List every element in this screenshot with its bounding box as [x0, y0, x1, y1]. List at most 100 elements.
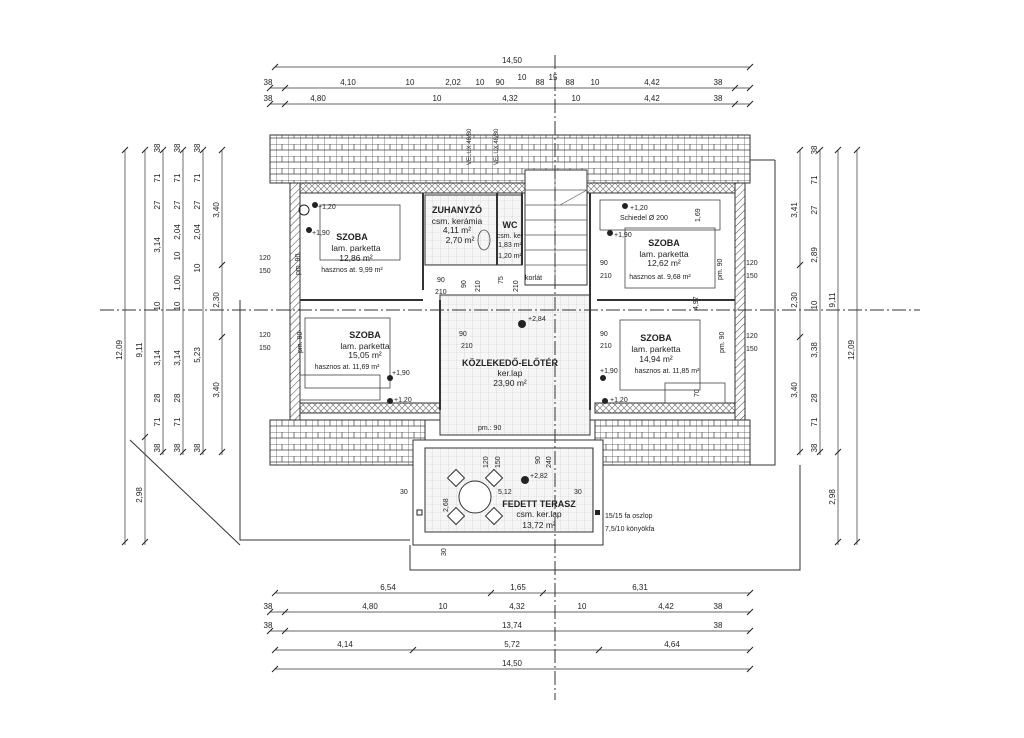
opening-label: 210: [435, 289, 447, 296]
parapet-label: pm. 90: [297, 331, 304, 353]
dim-label: 27: [153, 200, 162, 209]
column-icon: [595, 510, 600, 515]
room-floor: lam. parketta: [631, 344, 680, 354]
dim-label: 12,09: [115, 339, 124, 360]
room-useful-area: hasznos at. 9,68 m²: [629, 274, 691, 281]
dim-label: 3,14: [173, 350, 182, 366]
room-name: SZOBA: [349, 330, 381, 340]
window-label: 150: [259, 345, 271, 352]
level-label: +1,90: [614, 232, 632, 239]
room-floor: csm. ker.lap: [516, 509, 562, 519]
dim-label: 30: [574, 489, 582, 496]
parapet-label: pm. 90: [295, 253, 302, 275]
opening-label: 210: [600, 343, 612, 350]
dim-label: 38: [264, 621, 273, 630]
dim-label: 2,04: [193, 224, 202, 240]
dim-label: 28: [810, 393, 819, 402]
dim-label: 88: [536, 78, 545, 87]
dim-label: 38: [714, 602, 723, 611]
room-szoba-bottom-left: SZOBA lam. parketta 15,05 m² hasznos at.…: [315, 330, 390, 371]
furniture: [299, 199, 726, 404]
insulated-wall-bottom-right: [594, 402, 736, 414]
wall-left: [289, 182, 301, 421]
dim-label: 71: [810, 175, 819, 184]
dim-label: 10: [193, 263, 202, 272]
dim-label: 10: [591, 78, 600, 87]
dim-label: 38: [173, 443, 182, 452]
window-label: 120: [746, 333, 758, 340]
opening-label: 210: [475, 280, 482, 292]
dim-label: 9,11: [135, 342, 144, 358]
dim-label: 10: [173, 251, 182, 260]
dim-label: 71: [173, 173, 182, 182]
dim-label: 120: [483, 456, 490, 468]
room-name: SZOBA: [336, 232, 368, 242]
dim-label: 2,04: [173, 224, 182, 240]
dim-label: 10: [439, 602, 448, 611]
dim-label: 71: [173, 417, 182, 426]
window-label: 120: [259, 255, 271, 262]
room-useful-area: hasznos at. 11,85 m²: [635, 368, 701, 375]
dim-label: 1,65: [510, 583, 526, 592]
window-label: 150: [746, 346, 758, 353]
room-useful-area: 1,20 m²: [498, 253, 522, 260]
dim-label: 38: [264, 602, 273, 611]
dim-label: 38: [714, 621, 723, 630]
dim-label: 3,41: [790, 202, 799, 218]
dim-label: 30: [441, 548, 448, 556]
dim-label: 71: [153, 417, 162, 426]
dim-label: 6,31: [632, 583, 648, 592]
room-area: 15,05 m²: [348, 350, 382, 360]
dim-label: 3,40: [212, 382, 221, 398]
opening-label: 90: [459, 331, 467, 338]
dim-label: 27: [173, 200, 182, 209]
room-floor: csm. ker: [497, 233, 524, 240]
dim-label: 13,74: [502, 621, 523, 630]
dim-label: 5,72: [504, 640, 520, 649]
dim-bottom: 6,54 1,65 6,31 38 4,80 10 4,32 10 4,42 3…: [264, 583, 723, 668]
dim-top-row2: 38 4,80 10 4,32 10 4,42 38: [264, 94, 723, 103]
dim-label: 71: [153, 173, 162, 182]
velux-label: VELUX 48/80: [467, 128, 473, 165]
room-szoba-top-left: SZOBA lam. parketta 12,86 m² hasznos at.…: [321, 232, 383, 274]
room-floor: lam. parketta: [340, 341, 389, 351]
dim-label: 38: [264, 94, 273, 103]
dim-label: 10: [810, 300, 819, 309]
dim-label: 38: [193, 143, 202, 152]
level-labels: +1,20 +1,90 +1,20 +1,90 +1,90 +1,20 +2,8…: [312, 204, 648, 480]
dim-label: 71: [810, 417, 819, 426]
dim-label: 5,23: [193, 347, 202, 363]
room-area: 1,83 m²: [498, 242, 522, 249]
level-label: +1,90: [392, 370, 410, 377]
dim-label: 90: [535, 456, 542, 464]
opening-label: 210: [600, 273, 612, 280]
dim-label: 70: [694, 389, 701, 397]
dim-label: 4,10: [340, 78, 356, 87]
dim-label: 2,98: [828, 489, 837, 505]
dim-label: 10: [518, 73, 527, 82]
window-label: 120: [259, 332, 271, 339]
opening-label: 90: [461, 280, 468, 288]
dim-label: 3,40: [790, 382, 799, 398]
dim-label: 1,00: [173, 275, 182, 291]
room-floor: csm. kerámia: [432, 216, 483, 226]
dim-label: 1,69: [695, 208, 702, 222]
dim-label: 88: [566, 78, 575, 87]
dim-label: 2,30: [790, 292, 799, 308]
dim-label: 4,80: [362, 602, 378, 611]
dim-label: 28: [153, 393, 162, 402]
dim-label: 12,09: [847, 339, 856, 360]
dim-label: 4,32: [509, 602, 525, 611]
dim-left: 12,09 9,11 2,98 38 71 27 3,14 10 3,14 28…: [115, 143, 221, 503]
dim-label: 71: [193, 173, 202, 182]
level-label: +1,20: [610, 397, 628, 404]
roof-overhang-outline: [129, 159, 801, 571]
level-label: +1,20: [318, 204, 336, 211]
dim-label: 90: [496, 78, 505, 87]
chimney-label: Schiedel Ø 200: [620, 215, 668, 222]
roof-tiles-bottom-right: [594, 419, 751, 466]
dim-label: 3,14: [153, 350, 162, 366]
dim-label: 38: [173, 143, 182, 152]
dim-label: 38: [810, 145, 819, 154]
roof-tiles-top: [269, 134, 751, 184]
